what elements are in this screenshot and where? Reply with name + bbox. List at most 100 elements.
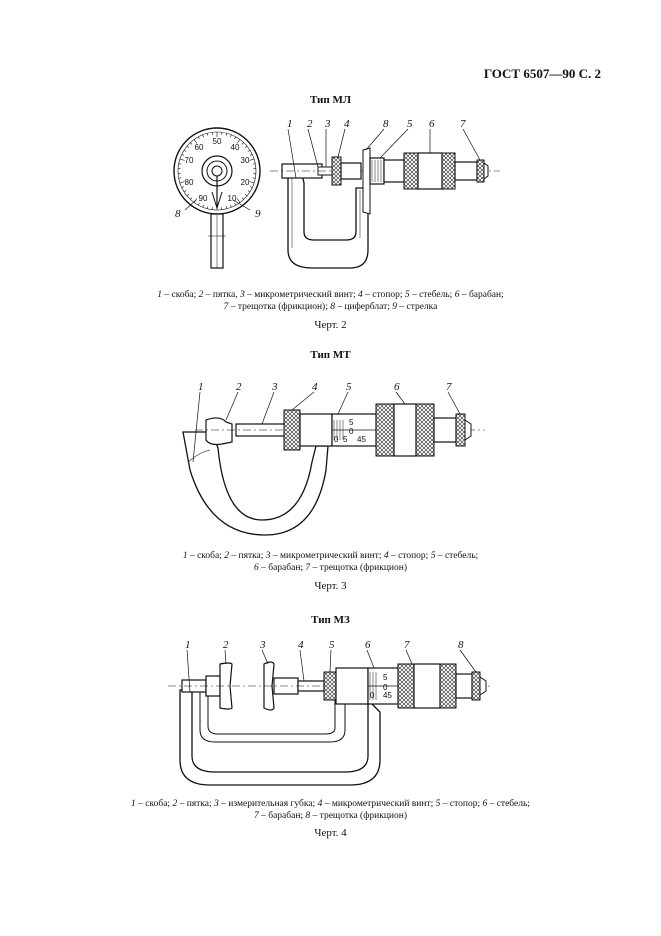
mt-label-5: 5 — [346, 381, 352, 393]
ml-label-5: 5 — [407, 118, 413, 130]
legend-number: 6 — [454, 290, 460, 300]
legend-number: 4 — [317, 799, 323, 809]
caption-line: 1 – скоба; 2 – пятка, 3 – микрометрическ… — [60, 289, 601, 301]
mz-leader-lines — [186, 649, 477, 693]
mt-label-7: 7 — [446, 381, 452, 393]
legend-text: – пятка; — [177, 799, 215, 809]
legend-text: – барабан; — [258, 811, 306, 821]
legend-text: – пятка; — [228, 551, 266, 561]
legend-text: – стебель; — [487, 799, 530, 809]
dial-tick — [197, 202, 200, 206]
dial-tick — [247, 149, 251, 152]
mz-scale-45: 45 — [383, 691, 392, 700]
legend-text: – скоба; — [187, 551, 225, 561]
dial-tick — [181, 154, 185, 156]
figure-ml-number: Черт. 2 — [314, 319, 347, 331]
dial-tick — [183, 149, 187, 152]
dial-tick — [225, 133, 227, 136]
dial-number-40: 40 — [231, 143, 240, 152]
legend-number: 1 — [182, 551, 188, 561]
legend-number: 3 — [214, 799, 219, 809]
dial-tick — [179, 181, 185, 184]
dial-tick — [190, 142, 193, 145]
dial-tick — [190, 197, 193, 200]
mt-label-3: 3 — [271, 381, 278, 393]
legend-number: 8 — [305, 811, 311, 821]
mz-label-3: 3 — [259, 639, 266, 651]
mt-scale-0-left: 0 — [334, 435, 339, 444]
dial-tick — [207, 133, 209, 136]
legend-number: 7 — [223, 302, 229, 312]
dial-tick — [249, 154, 253, 156]
caption-line: 7 – трещотка (фрикцион); 8 – циферблат; … — [60, 301, 601, 313]
legend-number: 3 — [239, 290, 245, 300]
legend-number: 8 — [330, 302, 335, 312]
legend-text: – стопор; — [362, 290, 405, 300]
legend-text: – микрометрический винт; — [244, 290, 358, 300]
legend-number: 2 — [172, 799, 178, 809]
dial-tick — [225, 206, 227, 209]
legend-text: – стебель; — [435, 551, 479, 561]
dial-tick — [241, 197, 244, 200]
dial-tick — [202, 204, 204, 208]
mz-label-7: 7 — [404, 639, 410, 651]
figure-mt-caption: 1 – скоба; 2 – пятка; 3 – микрометрическ… — [60, 550, 601, 574]
mz-label-5: 5 — [329, 639, 335, 651]
dial-tick — [234, 202, 237, 206]
ml-label-7: 7 — [460, 118, 466, 130]
legend-text: – трещотка (фрикцион); — [228, 302, 331, 312]
dial-tick — [197, 136, 200, 140]
mt-leader-lines — [192, 391, 461, 463]
dial-number-10: 10 — [228, 194, 237, 203]
dial-tick — [249, 186, 253, 188]
dial-tick — [202, 134, 204, 138]
legend-text: – трещотка (фрикцион) — [310, 811, 407, 821]
legend-number: 7 — [254, 811, 259, 821]
legend-text: – стопор; — [388, 551, 431, 561]
legend-text: – измерительная губка; — [218, 799, 318, 809]
dial-tick — [236, 139, 241, 144]
dial-tick — [230, 204, 232, 208]
dial-tick — [181, 186, 185, 188]
dial-tick — [186, 145, 190, 148]
ml-label-3: 3 — [324, 118, 331, 130]
legend-number: 6 — [254, 563, 259, 573]
dial-tick — [247, 190, 251, 193]
mz-scale-0: 0 — [383, 683, 388, 692]
micrometer-ml — [270, 147, 500, 269]
legend-text: – стопор; — [440, 799, 483, 809]
figure-title-mt: Тип МТ — [310, 349, 351, 361]
legend-text: – микрометрический винт; — [322, 799, 436, 809]
figure-mz-caption: 1 – скоба; 2 – пятка; 3 – измерительная … — [60, 798, 601, 822]
ml-label-6: 6 — [429, 118, 435, 130]
dial-tick — [249, 158, 255, 161]
legend-number: 3 — [265, 551, 271, 561]
dial-tick — [207, 206, 209, 209]
dial-tick — [179, 158, 185, 161]
ml-label-8: 8 — [175, 208, 181, 220]
dial-tick — [236, 198, 241, 203]
caption-line: 1 – скоба; 2 – пятка; 3 – микрометрическ… — [60, 550, 601, 562]
legend-number: 4 — [383, 551, 389, 561]
legend-text: – микрометрический винт; — [270, 551, 384, 561]
legend-text: – стрелка — [396, 302, 438, 312]
ml-label-1: 1 — [287, 118, 293, 130]
dial-tick — [230, 134, 232, 138]
legend-text: – трещотка (фрикцион) — [310, 563, 407, 573]
legend-number: 6 — [482, 799, 488, 809]
mt-label-6: 6 — [394, 381, 400, 393]
mz-label-4: 4 — [298, 639, 304, 651]
legend-number: 9 — [392, 302, 397, 312]
dial-tick — [241, 142, 244, 145]
mt-scale-45: 45 — [357, 435, 366, 444]
caption-line: 1 – скоба; 2 – пятка; 3 – измерительная … — [60, 798, 601, 810]
caption-line: 6 – барабан; 7 – трещотка (фрикцион) — [60, 562, 601, 574]
ml-label-4: 4 — [344, 118, 350, 130]
figure-title-mz: Тип МЗ — [311, 614, 350, 626]
ml-label-2: 2 — [307, 118, 313, 130]
legend-number: 4 — [358, 290, 363, 300]
legend-number: 5 — [430, 551, 436, 561]
dial-number-50: 50 — [213, 137, 222, 146]
